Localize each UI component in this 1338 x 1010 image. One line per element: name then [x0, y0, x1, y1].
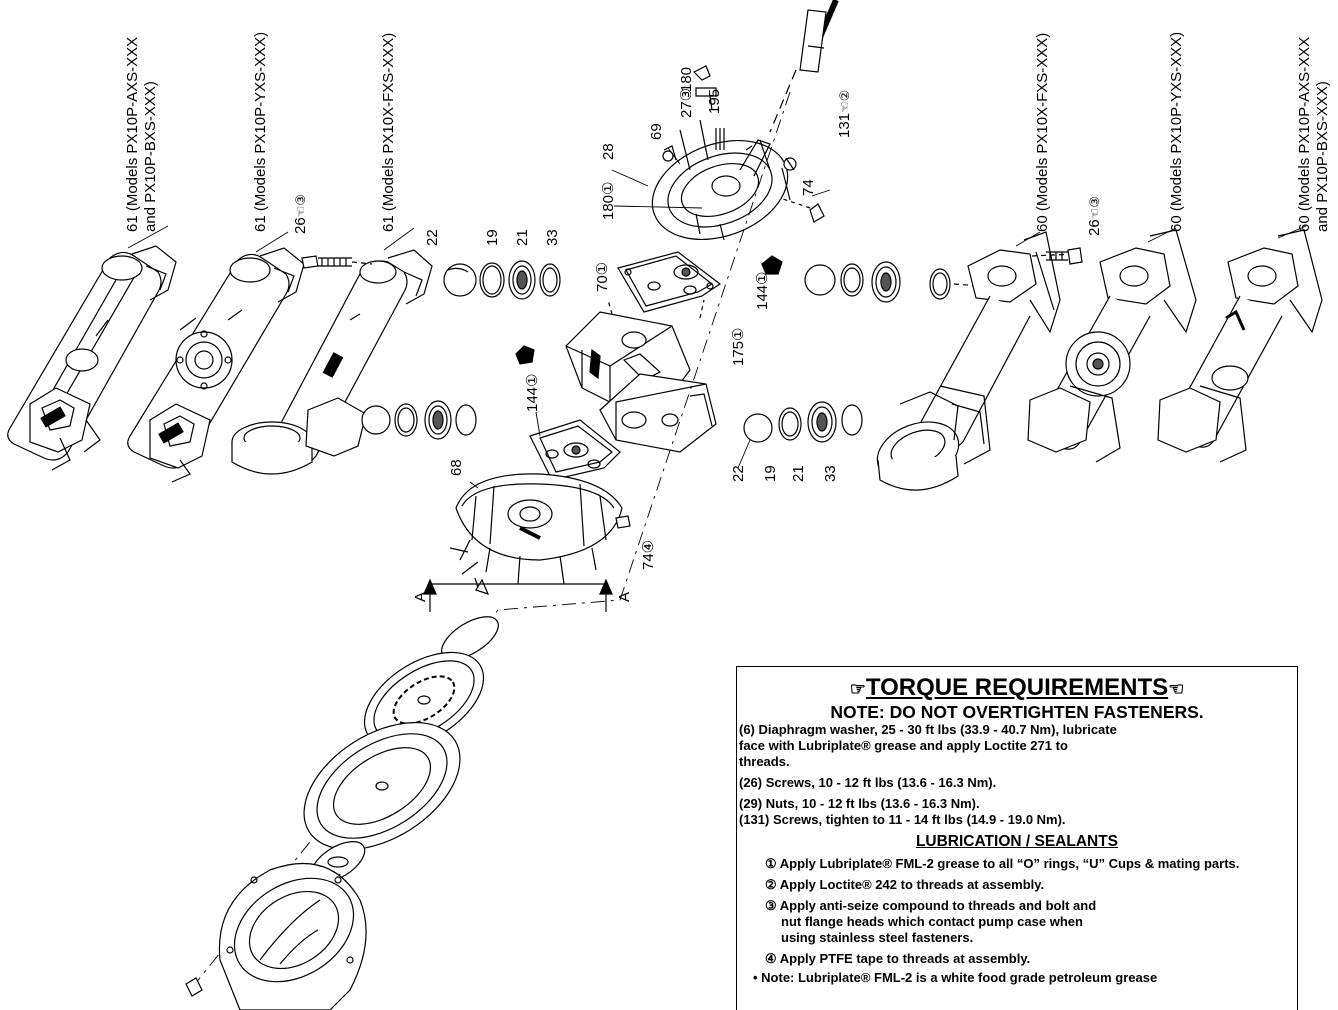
- part-175: 175①: [730, 327, 747, 366]
- lower-cap-68: [449, 473, 631, 595]
- lube-item: ③ Apply anti-seize compound to threads a…: [765, 898, 1097, 913]
- torque-item: face with Lubriplate® grease and apply L…: [739, 738, 1068, 753]
- pointing-hand-right-icon: ☜: [1168, 679, 1185, 699]
- section-a-marker: [423, 577, 613, 612]
- part-131: 131☜②: [836, 89, 853, 138]
- part-180: 180: [678, 66, 695, 92]
- lube-item: nut flange heads which contact pump case…: [781, 914, 1083, 929]
- label-60-ab-line1: 60 (Models PX10P-AXS-XXX: [1296, 36, 1313, 232]
- torque-item: (6) Diaphragm washer, 25 - 30 ft lbs (33…: [739, 722, 1117, 737]
- part-21-top: 21: [514, 229, 531, 246]
- screw-26-left: [301, 255, 373, 269]
- gasket-bottom: [529, 419, 621, 481]
- section-a-right: A: [616, 591, 633, 602]
- center-body: [565, 299, 717, 453]
- part-28: 28: [600, 143, 617, 160]
- torque-item: (26) Screws, 10 - 12 ft lbs (13.6 - 16.3…: [739, 775, 997, 790]
- part-70: 70①: [594, 261, 611, 292]
- lube-item: ② Apply Loctite® 242 to threads at assem…: [765, 877, 1045, 892]
- torque-item: (29) Nuts, 10 - 12 ft lbs (13.6 - 16.3 N…: [739, 796, 980, 811]
- label-60-f: 60 (Models PX10X-FXS-XXX): [1034, 32, 1051, 232]
- lube-item: ④ Apply PTFE tape to threads at assembly…: [765, 951, 1031, 966]
- torque-title: ☞TORQUE REQUIREMENTS☜: [849, 674, 1185, 701]
- label-60-y: 60 (Models PX10P-YXS-XXX): [1168, 31, 1185, 232]
- part-19-top: 19: [484, 229, 501, 246]
- ball-seat-stack-bottom-right: [743, 401, 863, 443]
- part-22-bottom: 22: [730, 465, 747, 482]
- left-manifold-ab: [7, 245, 177, 471]
- part-26-right: 26☜③: [1086, 196, 1103, 236]
- right-manifold-ab: [1157, 229, 1323, 463]
- lube-item: using stainless steel fasteners.: [781, 930, 974, 945]
- ball-seat-stack-top-right: [804, 261, 981, 303]
- part-27: 27③: [678, 87, 695, 118]
- air-motor-cap: [651, 0, 839, 241]
- left-manifold-f: [231, 249, 433, 475]
- part-33-bottom: 33: [822, 465, 839, 482]
- part-69: 69: [648, 123, 665, 140]
- ball-seat-stack-top-left: [443, 260, 561, 300]
- part-74-top: 74: [800, 179, 817, 196]
- gasket-top: [617, 251, 722, 313]
- part-195: 195: [706, 88, 723, 114]
- ball-seat-stack-bottom-left: [361, 400, 477, 440]
- lubrication-title: LUBRICATION / SEALANTS: [915, 833, 1119, 850]
- screw-26-right: [1031, 247, 1083, 265]
- part-26-left: 26☜③: [292, 194, 309, 234]
- part-180-1: 180①: [600, 181, 617, 220]
- label-61-ab-line2: and PX10P-BXS-XXX): [142, 81, 159, 232]
- leader-lines: [127, 147, 1307, 489]
- part-144-right: 144①: [754, 271, 771, 310]
- fluid-chamber: [185, 862, 367, 1010]
- part-68: 68: [448, 459, 465, 476]
- part-33-top: 33: [544, 229, 561, 246]
- part-144-left: 144①: [524, 373, 541, 412]
- lube-note-cut: • Note: Lubriplate® FML-2 is a white foo…: [753, 970, 1158, 985]
- section-a-left: A: [412, 591, 429, 602]
- part-21-bottom: 21: [790, 465, 807, 482]
- torque-note: NOTE: DO NOT OVERTIGHTEN FASTENERS.: [830, 702, 1204, 722]
- torque-item: threads.: [739, 754, 790, 769]
- part-74-bottom: 74④: [640, 539, 657, 570]
- part-19-bottom: 19: [762, 465, 779, 482]
- part-22-top: 22: [424, 229, 441, 246]
- torque-requirements-panel: ☞TORQUE REQUIREMENTS☜ NOTE: DO NOT OVERT…: [736, 666, 1298, 1010]
- lube-seal-tags: [515, 255, 783, 365]
- label-61-ab-line1: 61 (Models PX10P-AXS-XXX: [124, 36, 141, 232]
- right-manifold-f: [876, 231, 1061, 491]
- label-60-ab-line2: and PX10P-BXS-XXX): [1314, 81, 1331, 232]
- lube-item: ① Apply Lubriplate® FML-2 grease to all …: [765, 856, 1240, 871]
- label-61-y: 61 (Models PX10P-YXS-XXX): [252, 31, 269, 232]
- label-61-f: 61 (Models PX10X-FXS-XXX): [380, 32, 397, 232]
- pointing-hand-left-icon: ☞: [849, 679, 866, 699]
- left-manifold-y: [127, 247, 305, 483]
- torque-item: (131) Screws, tighten to 11 - 14 ft lbs …: [739, 812, 1066, 827]
- right-manifold-y: [1027, 229, 1197, 463]
- diaphragm-stack: [303, 616, 499, 889]
